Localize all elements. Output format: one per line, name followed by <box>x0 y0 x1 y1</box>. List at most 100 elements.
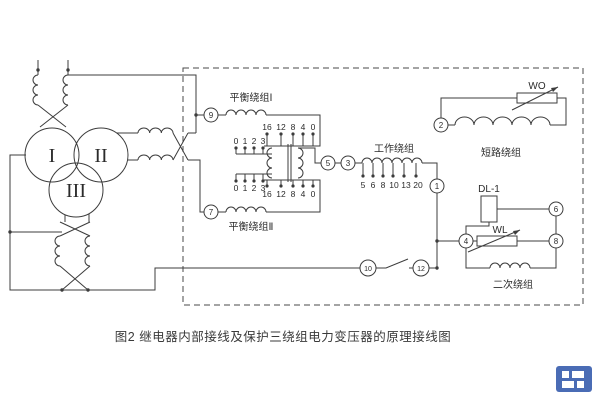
terminal-6: 6 <box>548 201 564 217</box>
ct-coil-bottom-a <box>54 235 61 267</box>
short-circuit-loop-wires <box>440 97 567 126</box>
working-winding-label: 工作绕组 <box>374 142 414 155</box>
winding-i-label: I <box>49 145 56 167</box>
junction-dots <box>8 68 439 292</box>
relay-section-wires <box>465 208 557 269</box>
output-section <box>376 193 459 269</box>
tap-number: 10 <box>389 180 399 190</box>
tap-number: 8 <box>291 189 296 199</box>
wl-arrowhead <box>513 230 520 235</box>
wire-topleft-cross <box>37 104 69 128</box>
terminal-1-number: 1 <box>435 182 440 191</box>
tap-number: 5 <box>361 180 366 190</box>
short-circuit-coil <box>454 116 551 126</box>
wl-label: WL <box>493 225 508 236</box>
terminal-8: 8 <box>548 233 564 249</box>
terminal-6-number: 6 <box>554 205 559 214</box>
wire-feed-t7 <box>188 159 204 213</box>
tap-number: 6 <box>371 180 376 190</box>
tap-number: 0 <box>234 136 239 146</box>
tap-number: 0 <box>234 183 239 193</box>
terminal-1: 1 <box>429 178 445 194</box>
balance1-tap-numbers: 16 12 8 4 0 0 1 2 3 <box>234 122 316 146</box>
transformer-circle-3 <box>48 162 104 218</box>
ct-coils <box>32 74 174 267</box>
contact-switch <box>376 258 413 269</box>
balance-winding-1-wires <box>218 114 321 147</box>
terminal-9-number: 9 <box>209 111 214 120</box>
power-transformer: I II III <box>24 127 129 218</box>
working-winding: 工作绕组 5 6 8 10 13 20 <box>361 142 423 190</box>
tap-number: 4 <box>301 122 306 132</box>
tap-number: 3 <box>261 136 266 146</box>
tap-number: 8 <box>381 180 386 190</box>
wl-resistor <box>476 235 518 247</box>
terminal-2: 2 <box>433 117 449 133</box>
balance-winding-2-tap-wires <box>235 173 314 186</box>
terminal-4: 4 <box>458 233 474 249</box>
tap-number: 1 <box>243 183 248 193</box>
wire-left-loop <box>9 154 360 291</box>
balance-winding-2-coil <box>225 206 267 213</box>
tap-number: 20 <box>413 180 423 190</box>
tap-number: 0 <box>311 122 316 132</box>
tap-number: 4 <box>301 189 306 199</box>
tap-number: 2 <box>252 183 257 193</box>
transformer-output-wires <box>298 147 438 179</box>
wiring-left <box>9 60 360 291</box>
secondary-winding-label: 二次绕组 <box>493 278 533 291</box>
terminal-3: 3 <box>340 155 356 171</box>
balance-winding-2-wires <box>218 179 321 213</box>
tap-number: 12 <box>276 122 286 132</box>
terminal-12: 12 <box>412 259 430 277</box>
balance-winding-2-label: 平衡绕组Ⅱ <box>229 220 274 233</box>
wl-adjust-arrow <box>467 229 521 253</box>
tap-number: 16 <box>262 122 272 132</box>
executive-relay-section: DL-1 WL 二次绕组 <box>465 184 557 291</box>
terminal-7-number: 7 <box>209 208 214 217</box>
terminal-7: 7 <box>203 204 219 220</box>
dl-label: DL-1 <box>478 184 500 195</box>
terminal-9: 9 <box>203 107 219 123</box>
wo-adjust-arrow <box>511 86 559 111</box>
transformer-core <box>287 144 292 182</box>
tap-number: 3 <box>261 183 266 193</box>
wire-right-cross <box>117 132 189 161</box>
balance-winding-2: 平衡绕组Ⅱ 0 1 2 3 16 12 8 4 0 <box>218 173 321 233</box>
wire-bottom-cross <box>59 214 91 291</box>
ct-coil-right-b <box>137 154 174 161</box>
terminal-2-number: 2 <box>439 121 444 130</box>
balance-winding-1-label: 平衡绕组Ⅰ <box>230 91 273 104</box>
balance-winding-1: 平衡绕组Ⅰ 16 12 8 4 0 0 1 2 3 <box>218 91 321 155</box>
ct-coil-right-a <box>137 127 174 134</box>
dl-relay-coil <box>480 195 498 223</box>
terminal-4-number: 4 <box>464 237 469 246</box>
working-winding-tap-wires <box>362 163 417 176</box>
balance2-tap-numbers: 0 1 2 3 16 12 8 4 0 <box>234 183 316 199</box>
short-circuit-winding: WO 短路绕组 <box>440 81 567 159</box>
terminal-5: 5 <box>320 155 336 171</box>
tap-number: 13 <box>401 180 411 190</box>
tap-number: 16 <box>262 189 272 199</box>
terminals: 9 7 5 3 1 2 4 6 <box>203 107 564 277</box>
balance-winding-1-tap-wires <box>235 134 314 155</box>
saturating-transformer <box>266 144 438 182</box>
primary-coil <box>266 147 273 179</box>
terminal-3-number: 3 <box>346 159 351 168</box>
relay-boundary-box <box>182 67 584 306</box>
wire-top-feed-t9 <box>37 60 204 134</box>
ct-coil-bottom-b <box>84 235 91 267</box>
working-winding-coil <box>361 157 423 164</box>
working-tap-numbers: 5 6 8 10 13 20 <box>361 180 423 190</box>
secondary-winding-coil <box>489 262 531 269</box>
tap-number: 1 <box>243 136 248 146</box>
watermark-logo <box>556 366 592 392</box>
ct-coil-top-b <box>62 74 69 106</box>
tap-number: 2 <box>252 136 257 146</box>
figure-caption: 图2 继电器内部接线及保护三绕组电力变压器的原理接线图 <box>115 329 451 344</box>
winding-iii-label: III <box>66 180 86 202</box>
terminal-12-number: 12 <box>417 266 425 273</box>
winding-ii-label: II <box>94 145 107 167</box>
